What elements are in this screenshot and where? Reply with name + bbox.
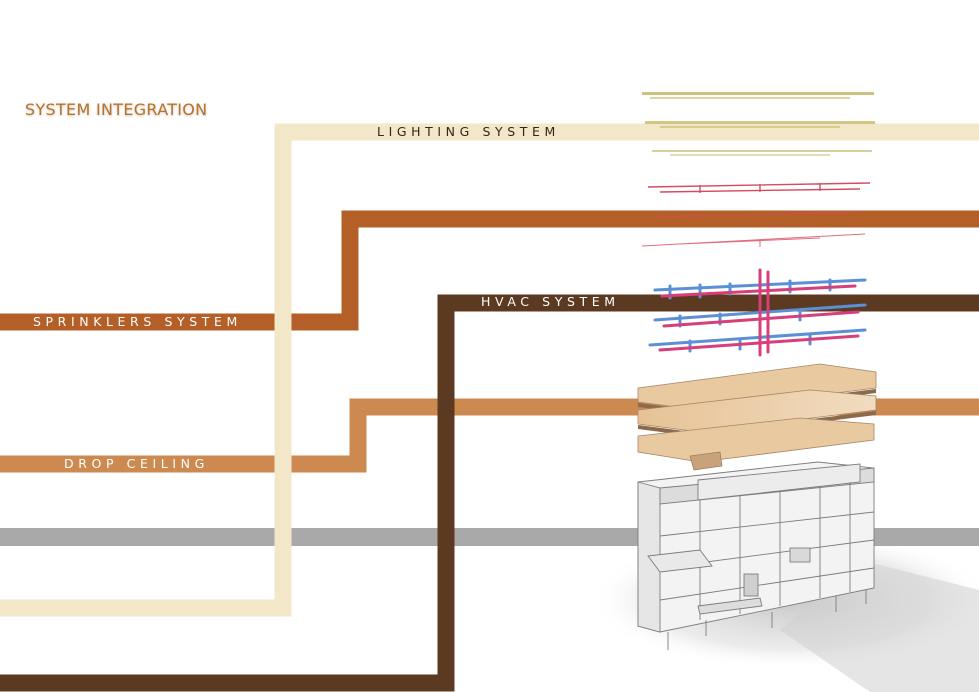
drop-ceiling-label: DROP CEILING bbox=[64, 456, 209, 471]
hvac-system-label: HVAC SYSTEM bbox=[481, 294, 620, 309]
lighting-band bbox=[0, 123, 979, 617]
sprinklers-band bbox=[0, 210, 979, 331]
lighting-fixtures-layer bbox=[642, 92, 875, 156]
drop-ceiling-panels bbox=[637, 363, 877, 471]
sprinklers-system-label: SPRINKLERS SYSTEM bbox=[33, 314, 242, 329]
lighting-system-label: LIGHTING SYSTEM bbox=[377, 124, 560, 139]
page-title: SYSTEM INTEGRATION bbox=[25, 100, 208, 119]
hvac-band bbox=[0, 294, 979, 692]
building-section bbox=[637, 461, 875, 650]
hvac-ducts bbox=[648, 268, 867, 357]
sprinkler-piping-layer bbox=[641, 182, 871, 247]
